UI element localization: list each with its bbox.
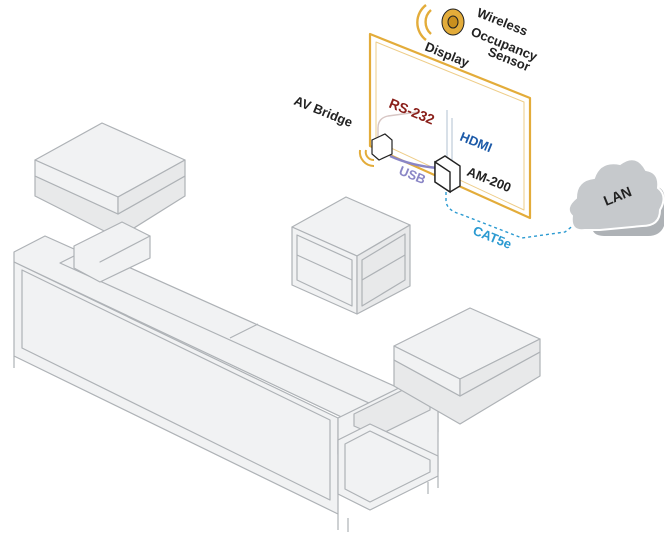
cube-table xyxy=(292,197,410,314)
ottoman-left xyxy=(35,123,185,238)
cat5e-label: CAT5e xyxy=(471,223,514,252)
av-bridge-device xyxy=(360,134,392,166)
sensor-icon xyxy=(417,5,464,40)
av-bridge-label: AV Bridge xyxy=(292,93,355,130)
